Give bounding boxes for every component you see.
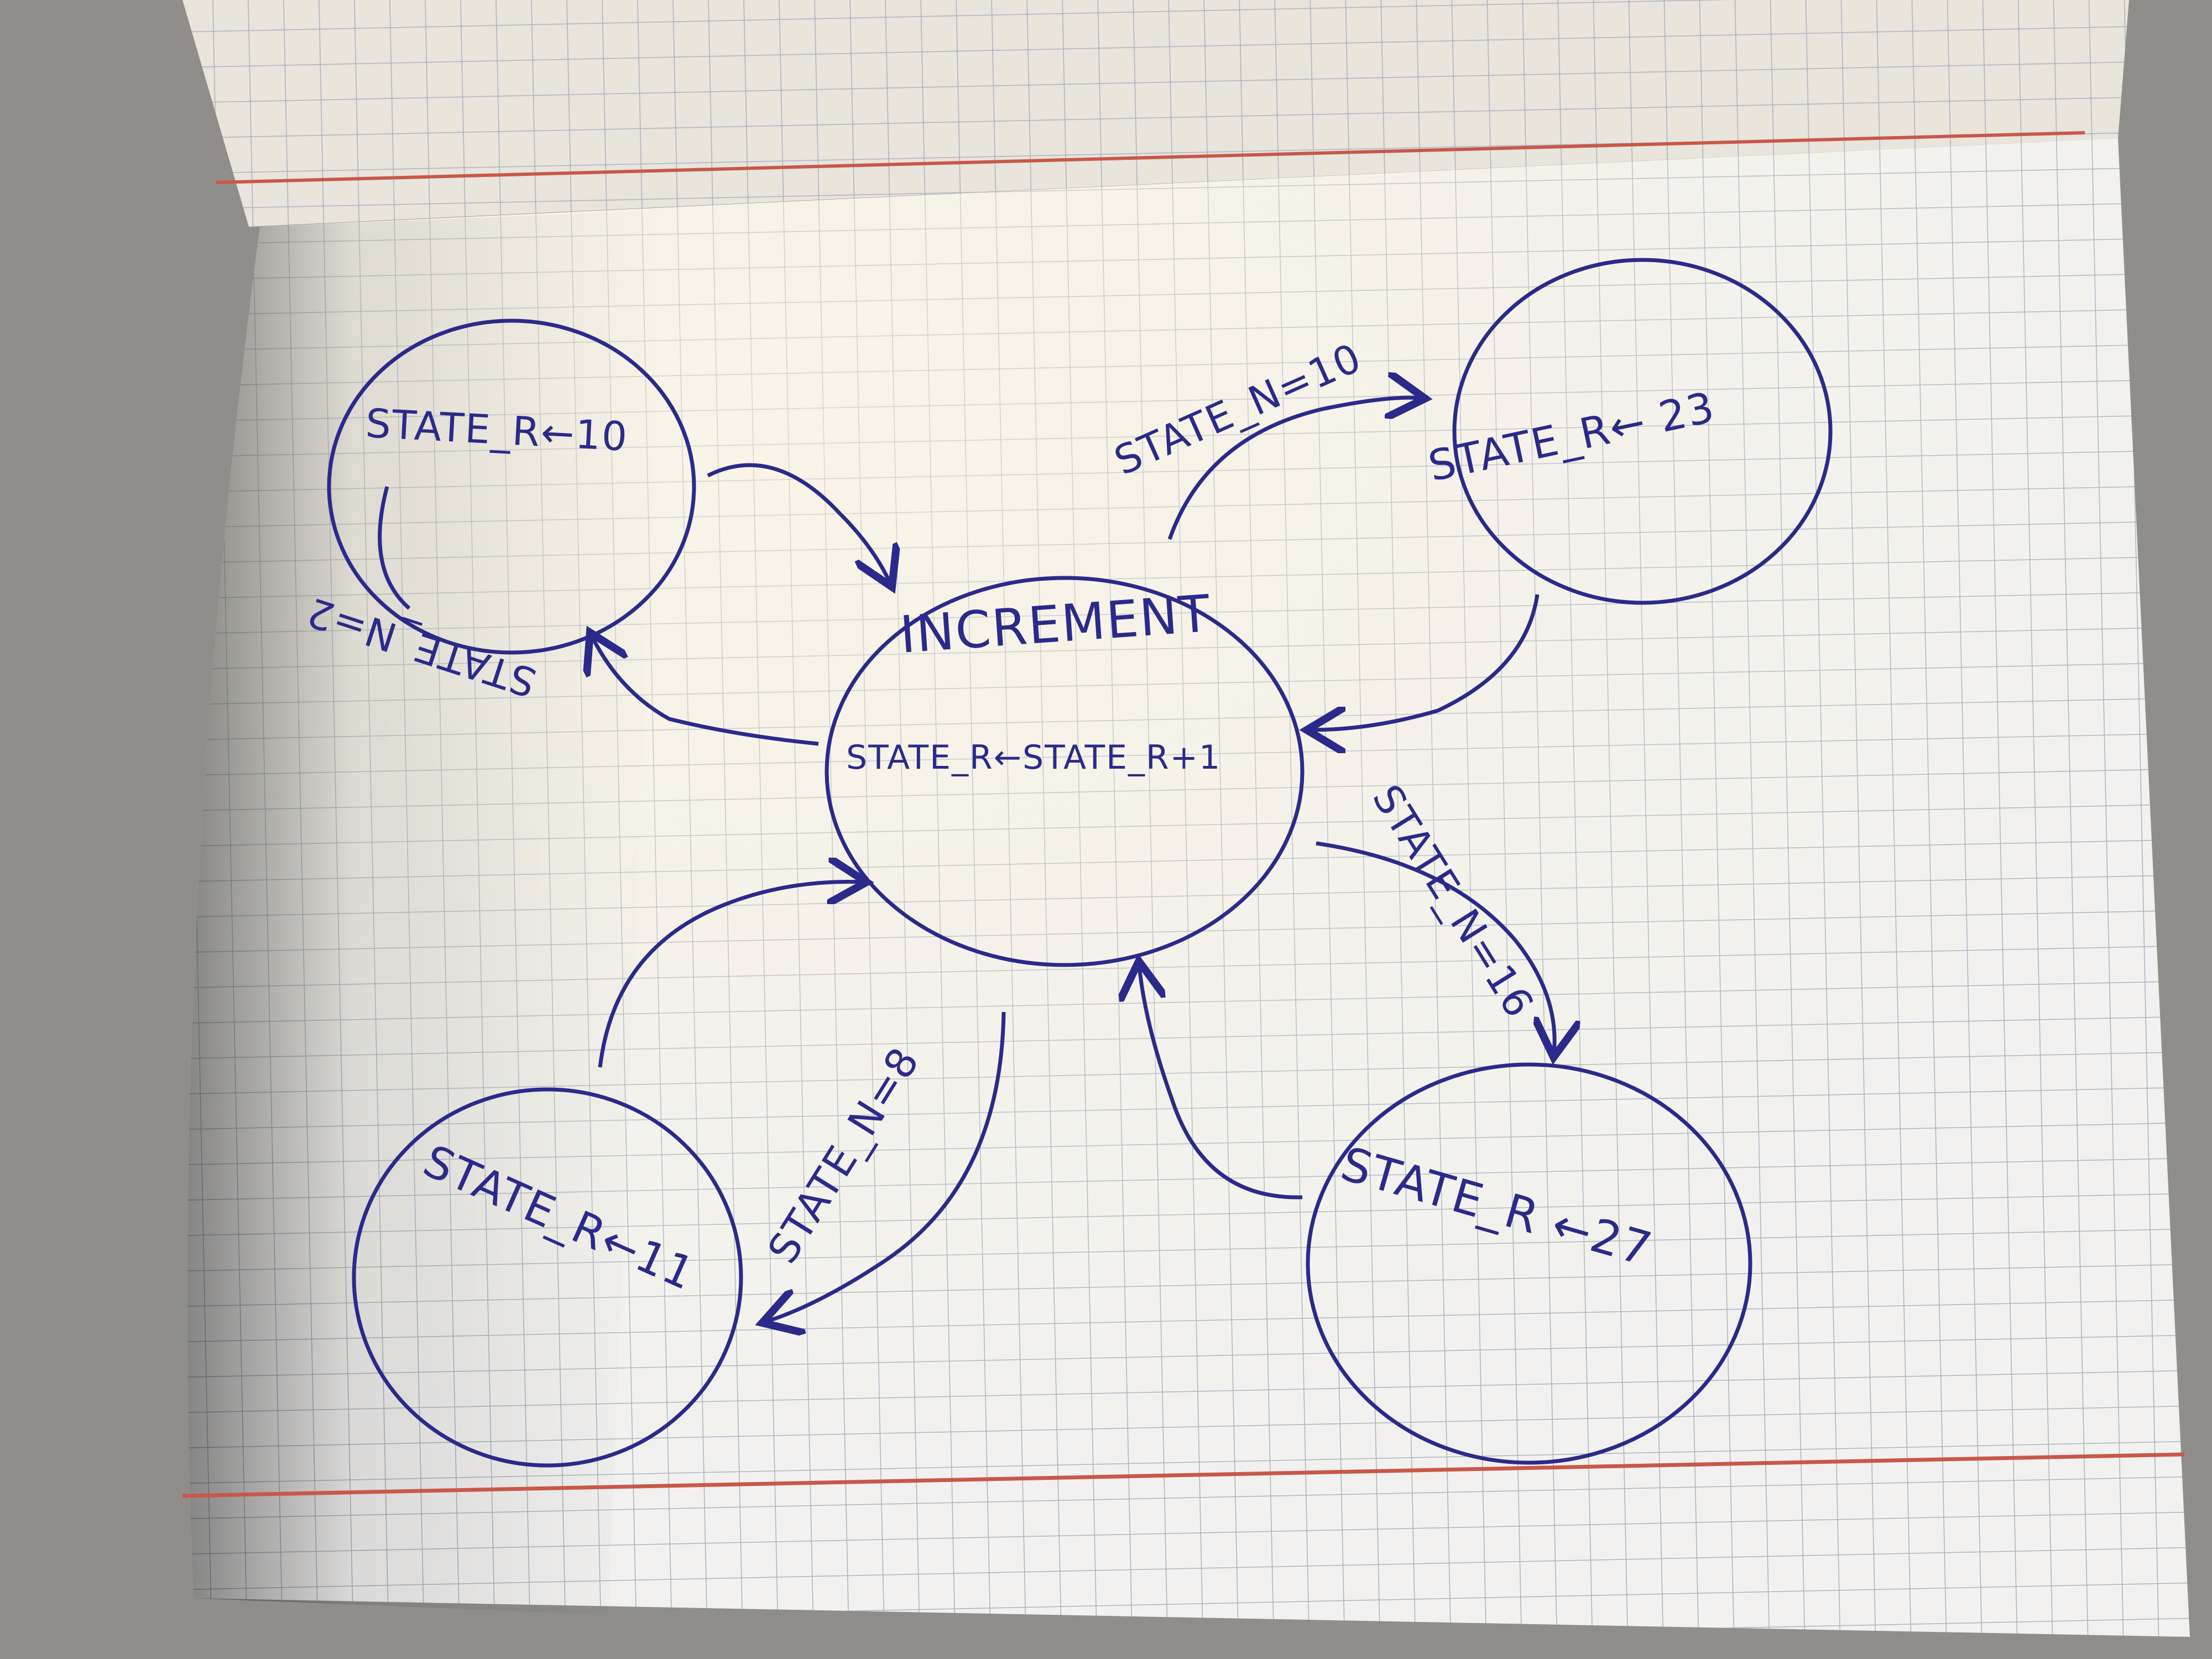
state-r-11-circle xyxy=(352,1087,743,1468)
transition-to-state-r-10 xyxy=(592,636,819,746)
return-from-state-r-10 xyxy=(707,463,890,583)
state-increment-circle xyxy=(825,576,1305,967)
top-page xyxy=(182,0,2129,227)
transition-to-state-r-23 xyxy=(1167,398,1421,540)
state-r-27-circle xyxy=(1306,1062,1752,1465)
return-from-state-r-23 xyxy=(1311,594,1540,730)
return-from-state-r-11 xyxy=(598,882,863,1068)
margin-line xyxy=(182,1452,2185,1498)
state-increment-action: STATE_R←STATE_R+1 xyxy=(846,738,1221,777)
transition-to-state-r-11 xyxy=(766,1011,1006,1322)
transition-to-state-r-27 xyxy=(1316,841,1554,1053)
notebook-page xyxy=(182,138,2190,1637)
state-r-23-circle xyxy=(1452,258,1833,605)
return-from-state-r-27 xyxy=(1139,965,1303,1199)
state-r-10-circle xyxy=(327,319,696,655)
